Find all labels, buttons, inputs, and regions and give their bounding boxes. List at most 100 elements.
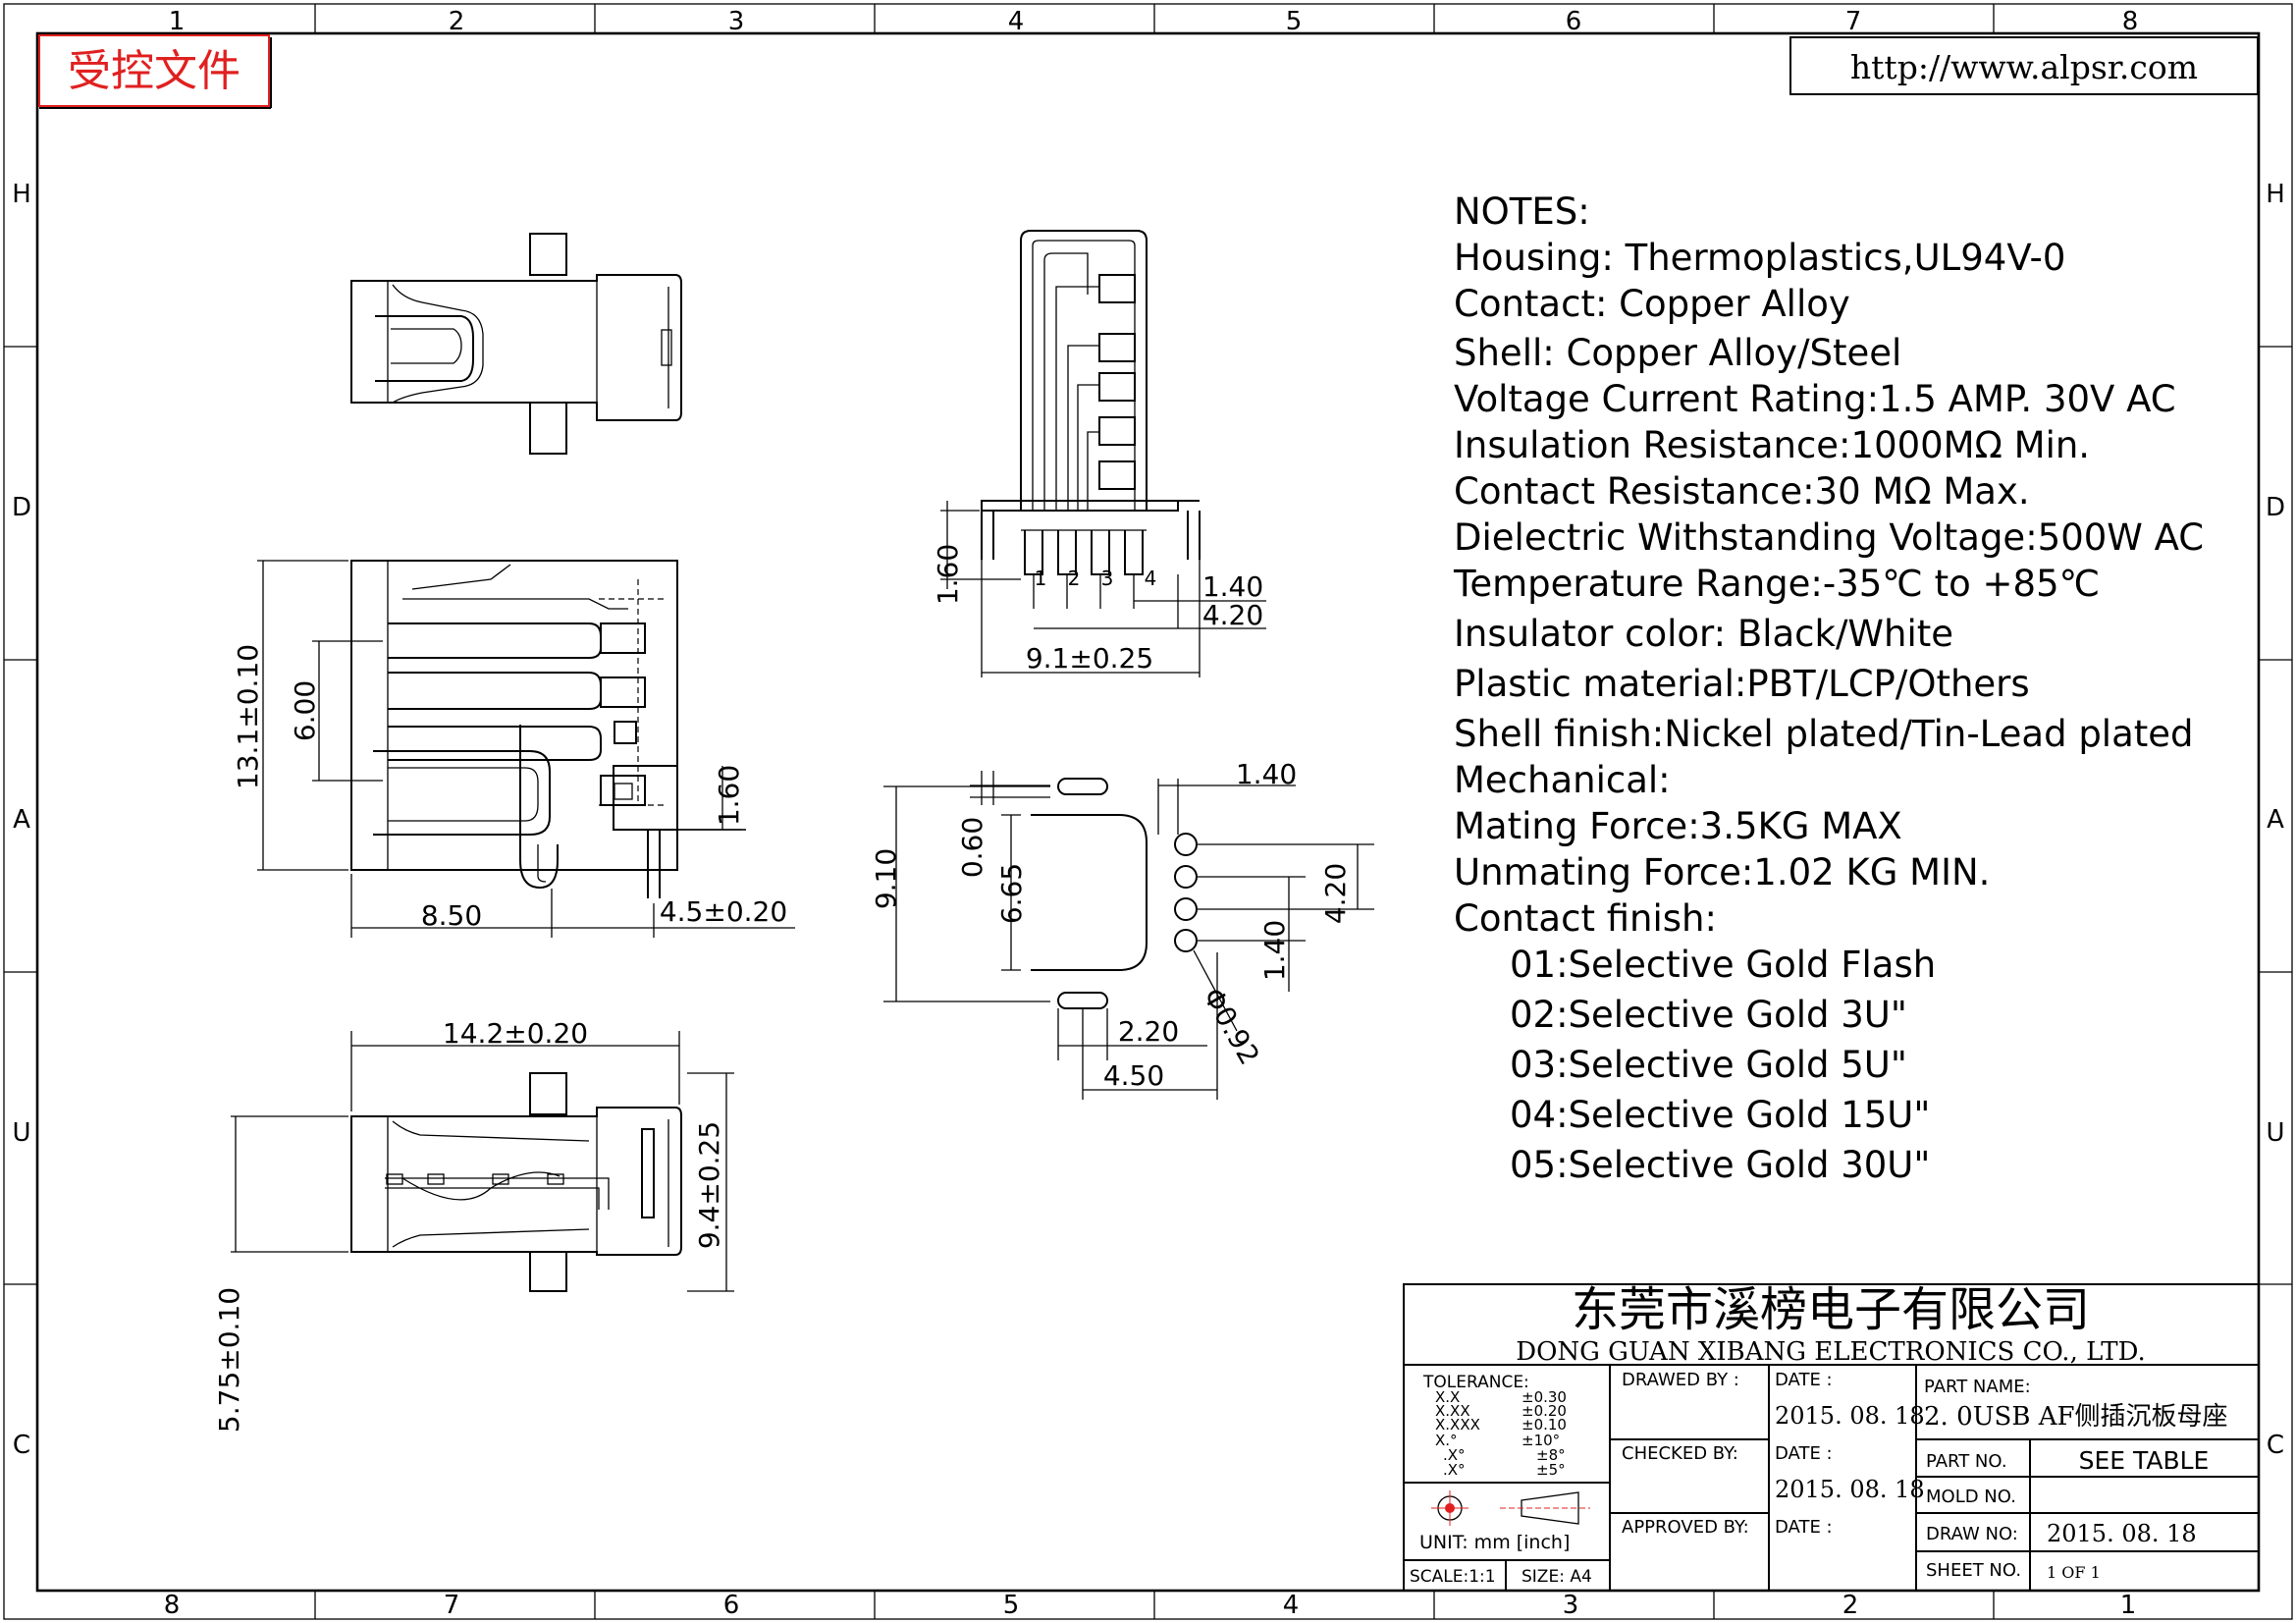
row-label: A xyxy=(2267,805,2284,835)
part-name: 2. 0USB AF侧插沉板母座 xyxy=(1924,1402,2228,1432)
note-line: Dielectric Withstanding Voltage:500W AC xyxy=(1454,516,2204,559)
dim-front-850: 8.50 xyxy=(421,899,482,932)
row-labels-right: H D A U C xyxy=(2266,180,2285,1460)
sheet-no-label: SHEET NO. xyxy=(1926,1560,2021,1581)
note-line: Insulator color: Black/White xyxy=(1454,613,1953,655)
col-label: 4 xyxy=(1008,7,1025,36)
scale-label: SCALE:1:1 xyxy=(1410,1567,1496,1587)
note-line: Contact finish: xyxy=(1454,897,1717,940)
drawn-date: 2015. 08. 18 xyxy=(1775,1402,1925,1430)
row-label: C xyxy=(2267,1431,2284,1460)
date-label: DATE : xyxy=(1775,1370,1833,1390)
dim-side-160: 1.60 xyxy=(932,544,964,605)
dim-bottom-94: 9.4±0.25 xyxy=(693,1121,725,1249)
tolerance-label: TOLERANCE: xyxy=(1422,1373,1529,1392)
row-label: H xyxy=(2266,180,2285,209)
dim-side-420: 4.20 xyxy=(1202,599,1263,631)
draw-no: 2015. 08. 18 xyxy=(2047,1520,2197,1547)
company-name-cn: 东莞市溪榜电子有限公司 xyxy=(1572,1282,2090,1337)
dim-pcb-060: 0.60 xyxy=(956,817,988,878)
stamp-text: 受控文件 xyxy=(68,46,240,96)
website-url: http://www.alpsr.com xyxy=(1850,48,2198,86)
pin-label-2: 2 xyxy=(1068,567,1081,590)
pin-label-4: 4 xyxy=(1145,567,1157,590)
dim-pcb-420: 4.20 xyxy=(1319,863,1352,924)
date-label: DATE : xyxy=(1775,1517,1833,1538)
col-label: 6 xyxy=(723,1591,740,1620)
bottom-view: 14.2±0.20 9.4±0.25 5.75±0.10 xyxy=(213,1017,734,1433)
tol-value: ±10° xyxy=(1522,1432,1560,1449)
column-labels-top: 1 2 3 4 5 6 7 8 xyxy=(169,7,2139,36)
row-labels-left: H D A U C xyxy=(12,180,31,1460)
finish-line: 04:Selective Gold 15U" xyxy=(1510,1094,1930,1136)
col-label: 3 xyxy=(728,7,745,36)
notes-block: NOTES: Housing: Thermoplastics,UL94V-0 C… xyxy=(1453,190,2204,1186)
tol-value: ±0.10 xyxy=(1522,1416,1567,1434)
row-label: U xyxy=(12,1118,30,1148)
dim-front-45: 4.5±0.20 xyxy=(660,895,787,928)
col-label: 7 xyxy=(444,1591,460,1620)
dim-pcb-450: 4.50 xyxy=(1103,1059,1164,1092)
approved-by-label: APPROVED BY: xyxy=(1622,1517,1749,1538)
tol-value: ±8° xyxy=(1536,1446,1566,1464)
size-label: SIZE: A4 xyxy=(1522,1567,1592,1587)
col-label: 2 xyxy=(449,7,465,36)
row-label: D xyxy=(12,493,31,522)
note-line: Contact: Copper Alloy xyxy=(1454,283,1850,325)
finish-line: 02:Selective Gold 3U" xyxy=(1510,994,1907,1036)
tol-key: X.X xyxy=(1435,1388,1460,1406)
pin-label-1: 1 xyxy=(1035,567,1047,590)
dim-side-91: 9.1±0.25 xyxy=(1026,642,1153,675)
note-line: Voltage Current Rating:1.5 AMP. 30V AC xyxy=(1454,378,2176,420)
finish-line: 01:Selective Gold Flash xyxy=(1510,944,1936,986)
part-no-label: PART NO. xyxy=(1926,1451,2007,1472)
row-label: H xyxy=(12,180,31,209)
part-name-label: PART NAME: xyxy=(1924,1377,2031,1397)
col-label: 8 xyxy=(2122,7,2139,36)
pcb-layout-view: 1.40 0.60 9.10 6.65 4.20 1.40 Φ0.92 2.20… xyxy=(870,758,1374,1100)
row-label: D xyxy=(2266,493,2285,522)
dim-front-height: 13.1±0.10 xyxy=(232,644,264,789)
drawing-frame xyxy=(3,3,2293,1620)
controlled-document-stamp: 受控文件 xyxy=(38,34,272,109)
note-line: Shell finish:Nickel plated/Tin-Lead plat… xyxy=(1454,713,2194,755)
tol-value: ±5° xyxy=(1536,1461,1566,1479)
col-label: 4 xyxy=(1283,1591,1300,1620)
col-label: 2 xyxy=(1842,1591,1859,1620)
company-name-en: DONG GUAN XIBANG ELECTRONICS CO., LTD. xyxy=(1516,1337,2146,1367)
note-line: Unmating Force:1.02 KG MIN. xyxy=(1454,851,1990,893)
note-line: Mating Force:3.5KG MAX xyxy=(1454,805,1902,847)
col-label: 5 xyxy=(1286,7,1303,36)
title-block: 东莞市溪榜电子有限公司 DONG GUAN XIBANG ELECTRONICS… xyxy=(1403,1282,2260,1592)
tol-key: X.XX xyxy=(1435,1402,1470,1420)
tol-key: .X° xyxy=(1443,1446,1466,1464)
dim-pcb-910: 9.10 xyxy=(870,848,902,909)
col-label: 3 xyxy=(1563,1591,1579,1620)
col-label: 1 xyxy=(169,7,186,36)
note-line: Contact Resistance:30 MΩ Max. xyxy=(1454,470,2030,513)
finish-line: 03:Selective Gold 5U" xyxy=(1510,1044,1907,1086)
dim-bottom-142: 14.2±0.20 xyxy=(443,1017,588,1050)
note-line: Mechanical: xyxy=(1454,759,1671,801)
col-label: 1 xyxy=(2120,1591,2137,1620)
note-line: Housing: Thermoplastics,UL94V-0 xyxy=(1454,237,2065,279)
note-line: Shell: Copper Alloy/Steel xyxy=(1454,332,1901,374)
first-angle-projection-icon xyxy=(1431,1490,1590,1526)
row-label: C xyxy=(13,1431,30,1460)
part-no: SEE TABLE xyxy=(2079,1446,2210,1475)
date-label: DATE : xyxy=(1775,1443,1833,1464)
front-view: 13.1±0.10 6.00 1.60 8.50 4.5±0.20 xyxy=(232,560,795,938)
dim-pcb-140: 1.40 xyxy=(1258,920,1291,981)
row-label: A xyxy=(13,805,30,835)
dim-front-160: 1.60 xyxy=(713,765,745,826)
tol-key: X.° xyxy=(1435,1432,1458,1449)
tol-key: X.XXX xyxy=(1435,1416,1480,1434)
note-line: Insulation Resistance:1000MΩ Min. xyxy=(1454,424,2090,466)
drawn-by-label: DRAWED BY : xyxy=(1622,1370,1739,1390)
finish-line: 05:Selective Gold 30U" xyxy=(1510,1144,1930,1186)
checked-by-label: CHECKED BY: xyxy=(1622,1443,1738,1464)
dim-pcb-220: 2.20 xyxy=(1118,1015,1179,1048)
pin-label-3: 3 xyxy=(1101,567,1114,590)
dim-pcb-140-top: 1.40 xyxy=(1236,758,1297,790)
top-view xyxy=(350,233,682,455)
